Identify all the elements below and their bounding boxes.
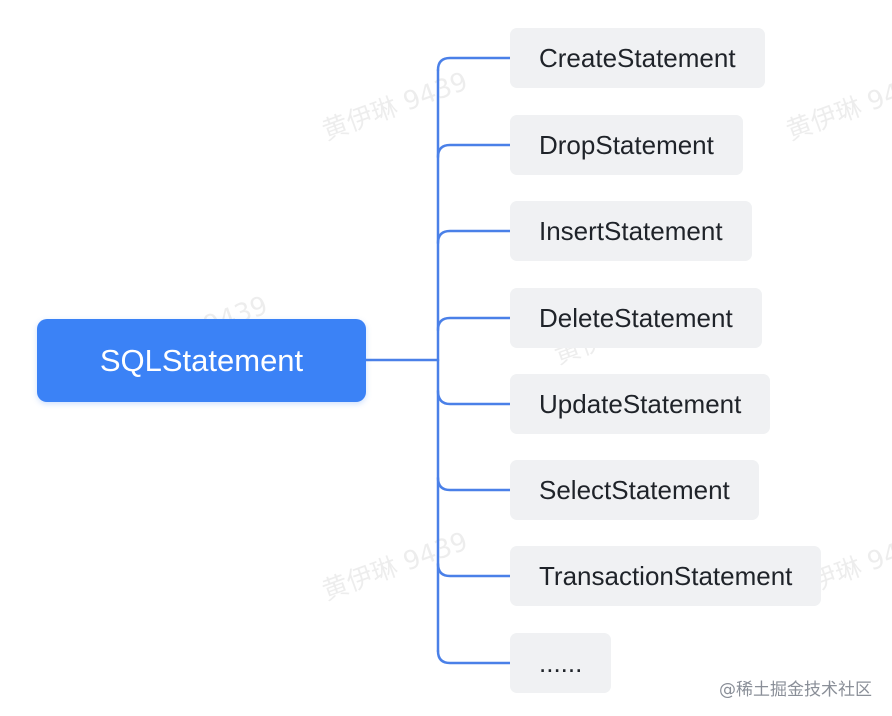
branch-line (436, 56, 512, 72)
child-node-delete[interactable]: DeleteStatement (510, 288, 762, 348)
branch-line (436, 389, 512, 406)
child-node-ellipsis[interactable]: ...... (510, 633, 612, 693)
child-node-insert[interactable]: InsertStatement (510, 201, 752, 261)
child-node-update[interactable]: UpdateStatement (510, 374, 771, 434)
root-node-sqlstatement[interactable]: SQLStatement (37, 319, 366, 402)
source-credit: @稀土掘金技术社区 (719, 680, 872, 700)
child-node-transaction[interactable]: TransactionStatement (510, 546, 822, 606)
child-node-label: SelectStatement (539, 474, 730, 505)
child-node-label: TransactionStatement (539, 560, 793, 591)
child-node-label: InsertStatement (539, 215, 723, 246)
child-node-label: ...... (539, 647, 583, 678)
branch-line (436, 316, 512, 332)
root-node-label: SQLStatement (99, 342, 304, 378)
branch-line (436, 562, 512, 578)
child-node-select[interactable]: SelectStatement (510, 460, 759, 520)
child-node-label: DropStatement (539, 129, 714, 160)
branch-line (436, 229, 512, 245)
branch-line (436, 476, 512, 492)
child-node-label: UpdateStatement (539, 388, 742, 419)
child-node-drop[interactable]: DropStatement (510, 115, 743, 175)
child-node-label: CreateStatement (539, 42, 736, 73)
branch-line (436, 143, 512, 159)
branch-line (436, 649, 512, 665)
child-node-create[interactable]: CreateStatement (510, 28, 765, 88)
child-node-label: DeleteStatement (539, 302, 733, 333)
